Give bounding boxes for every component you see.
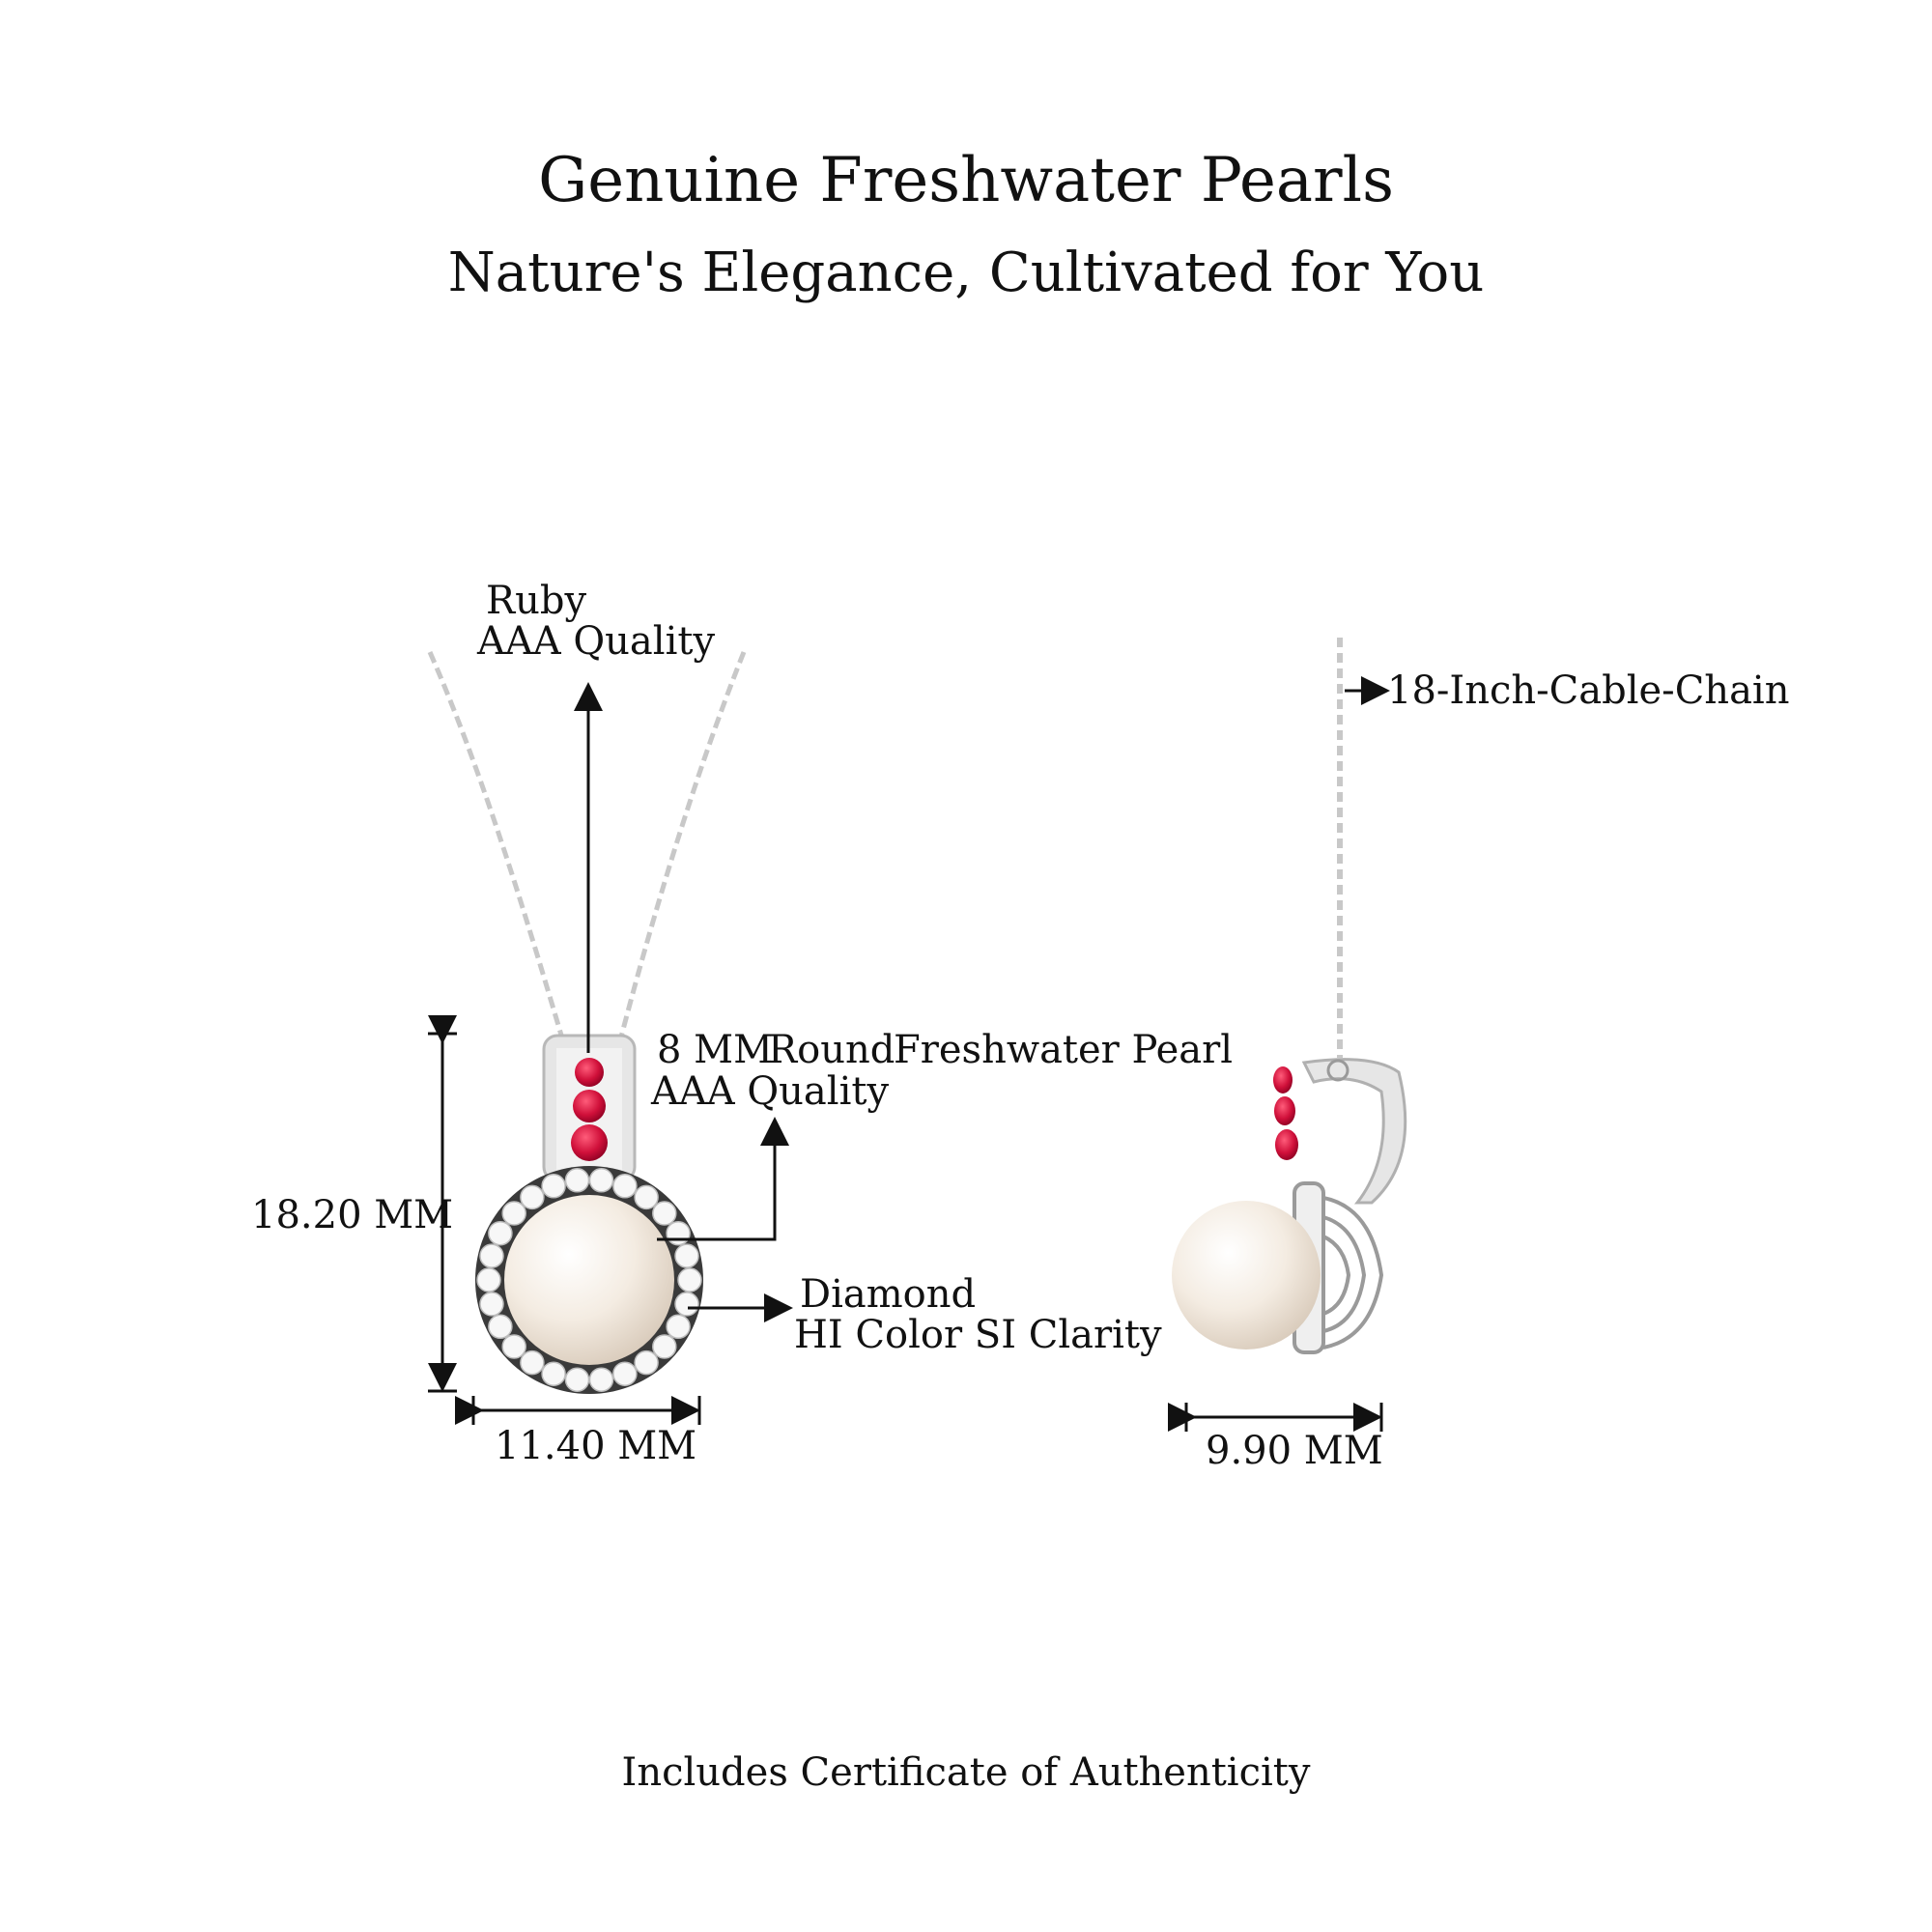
- halo-diamond: [588, 1367, 614, 1392]
- halo-diamond: [634, 1350, 659, 1376]
- side-width-label: 9.90 MM: [1206, 1429, 1383, 1473]
- page-subtitle: Nature's Elegance, Cultivated for You: [447, 242, 1485, 304]
- pearl-type-label: Freshwater Pearl: [894, 1028, 1234, 1072]
- halo-diamond: [564, 1367, 590, 1392]
- ruby-stones: [571, 1058, 608, 1161]
- halo-diamond: [612, 1174, 638, 1199]
- height-label: 18.20 MM: [251, 1193, 454, 1237]
- pearl-size-label: 8 MM: [657, 1028, 774, 1072]
- page-title: Genuine Freshwater Pearls: [538, 145, 1394, 216]
- pearl-quality-label: AAA Quality: [651, 1069, 890, 1114]
- halo-diamond: [677, 1267, 702, 1293]
- ruby-quality-label: AAA Quality: [477, 619, 716, 664]
- pearl-leader: [657, 1117, 789, 1241]
- ruby-label: Ruby: [486, 579, 587, 623]
- halo-diamond: [612, 1361, 638, 1386]
- halo-diamond: [501, 1201, 526, 1226]
- halo-diamond: [501, 1334, 526, 1359]
- side-bail: [1301, 1058, 1407, 1205]
- halo-diamond: [476, 1267, 501, 1293]
- halo-diamond: [652, 1334, 677, 1359]
- halo-diamond: [479, 1243, 504, 1268]
- side-width-dimension: [1168, 1403, 1383, 1432]
- halo-diamond: [564, 1168, 590, 1193]
- halo-diamond: [666, 1220, 691, 1246]
- diamond-grade-label: HI Color SI Clarity: [794, 1313, 1162, 1357]
- halo-diamond: [674, 1243, 699, 1268]
- halo-diamond: [488, 1220, 513, 1246]
- halo-diamond: [674, 1292, 699, 1317]
- halo-diamond: [520, 1350, 545, 1376]
- front-chain: [427, 650, 747, 1049]
- halo-diamond: [479, 1292, 504, 1317]
- halo-diamond: [634, 1184, 659, 1210]
- halo-diamond: [588, 1168, 614, 1193]
- front-pearl: [504, 1195, 674, 1365]
- front-width-label: 11.40 MM: [495, 1424, 697, 1468]
- halo-diamond: [488, 1314, 513, 1340]
- halo-diamond: [520, 1184, 545, 1210]
- halo-diamond: [666, 1314, 691, 1340]
- diamond-label: Diamond: [800, 1272, 977, 1317]
- front-width-dimension: [455, 1396, 701, 1425]
- halo-diamond: [541, 1174, 566, 1199]
- diamond-halo: [476, 1168, 702, 1392]
- chain-label: 18-Inch-Cable-Chain: [1387, 668, 1790, 713]
- side-rubies: [1273, 1066, 1298, 1160]
- certificate-note: Includes Certificate of Authenticity: [621, 1750, 1311, 1795]
- side-pearl: [1172, 1201, 1321, 1350]
- pearl-shape-label: Round: [768, 1028, 895, 1072]
- halo-diamond: [541, 1361, 566, 1386]
- height-dimension: [428, 1015, 457, 1393]
- halo-diamond: [652, 1201, 677, 1226]
